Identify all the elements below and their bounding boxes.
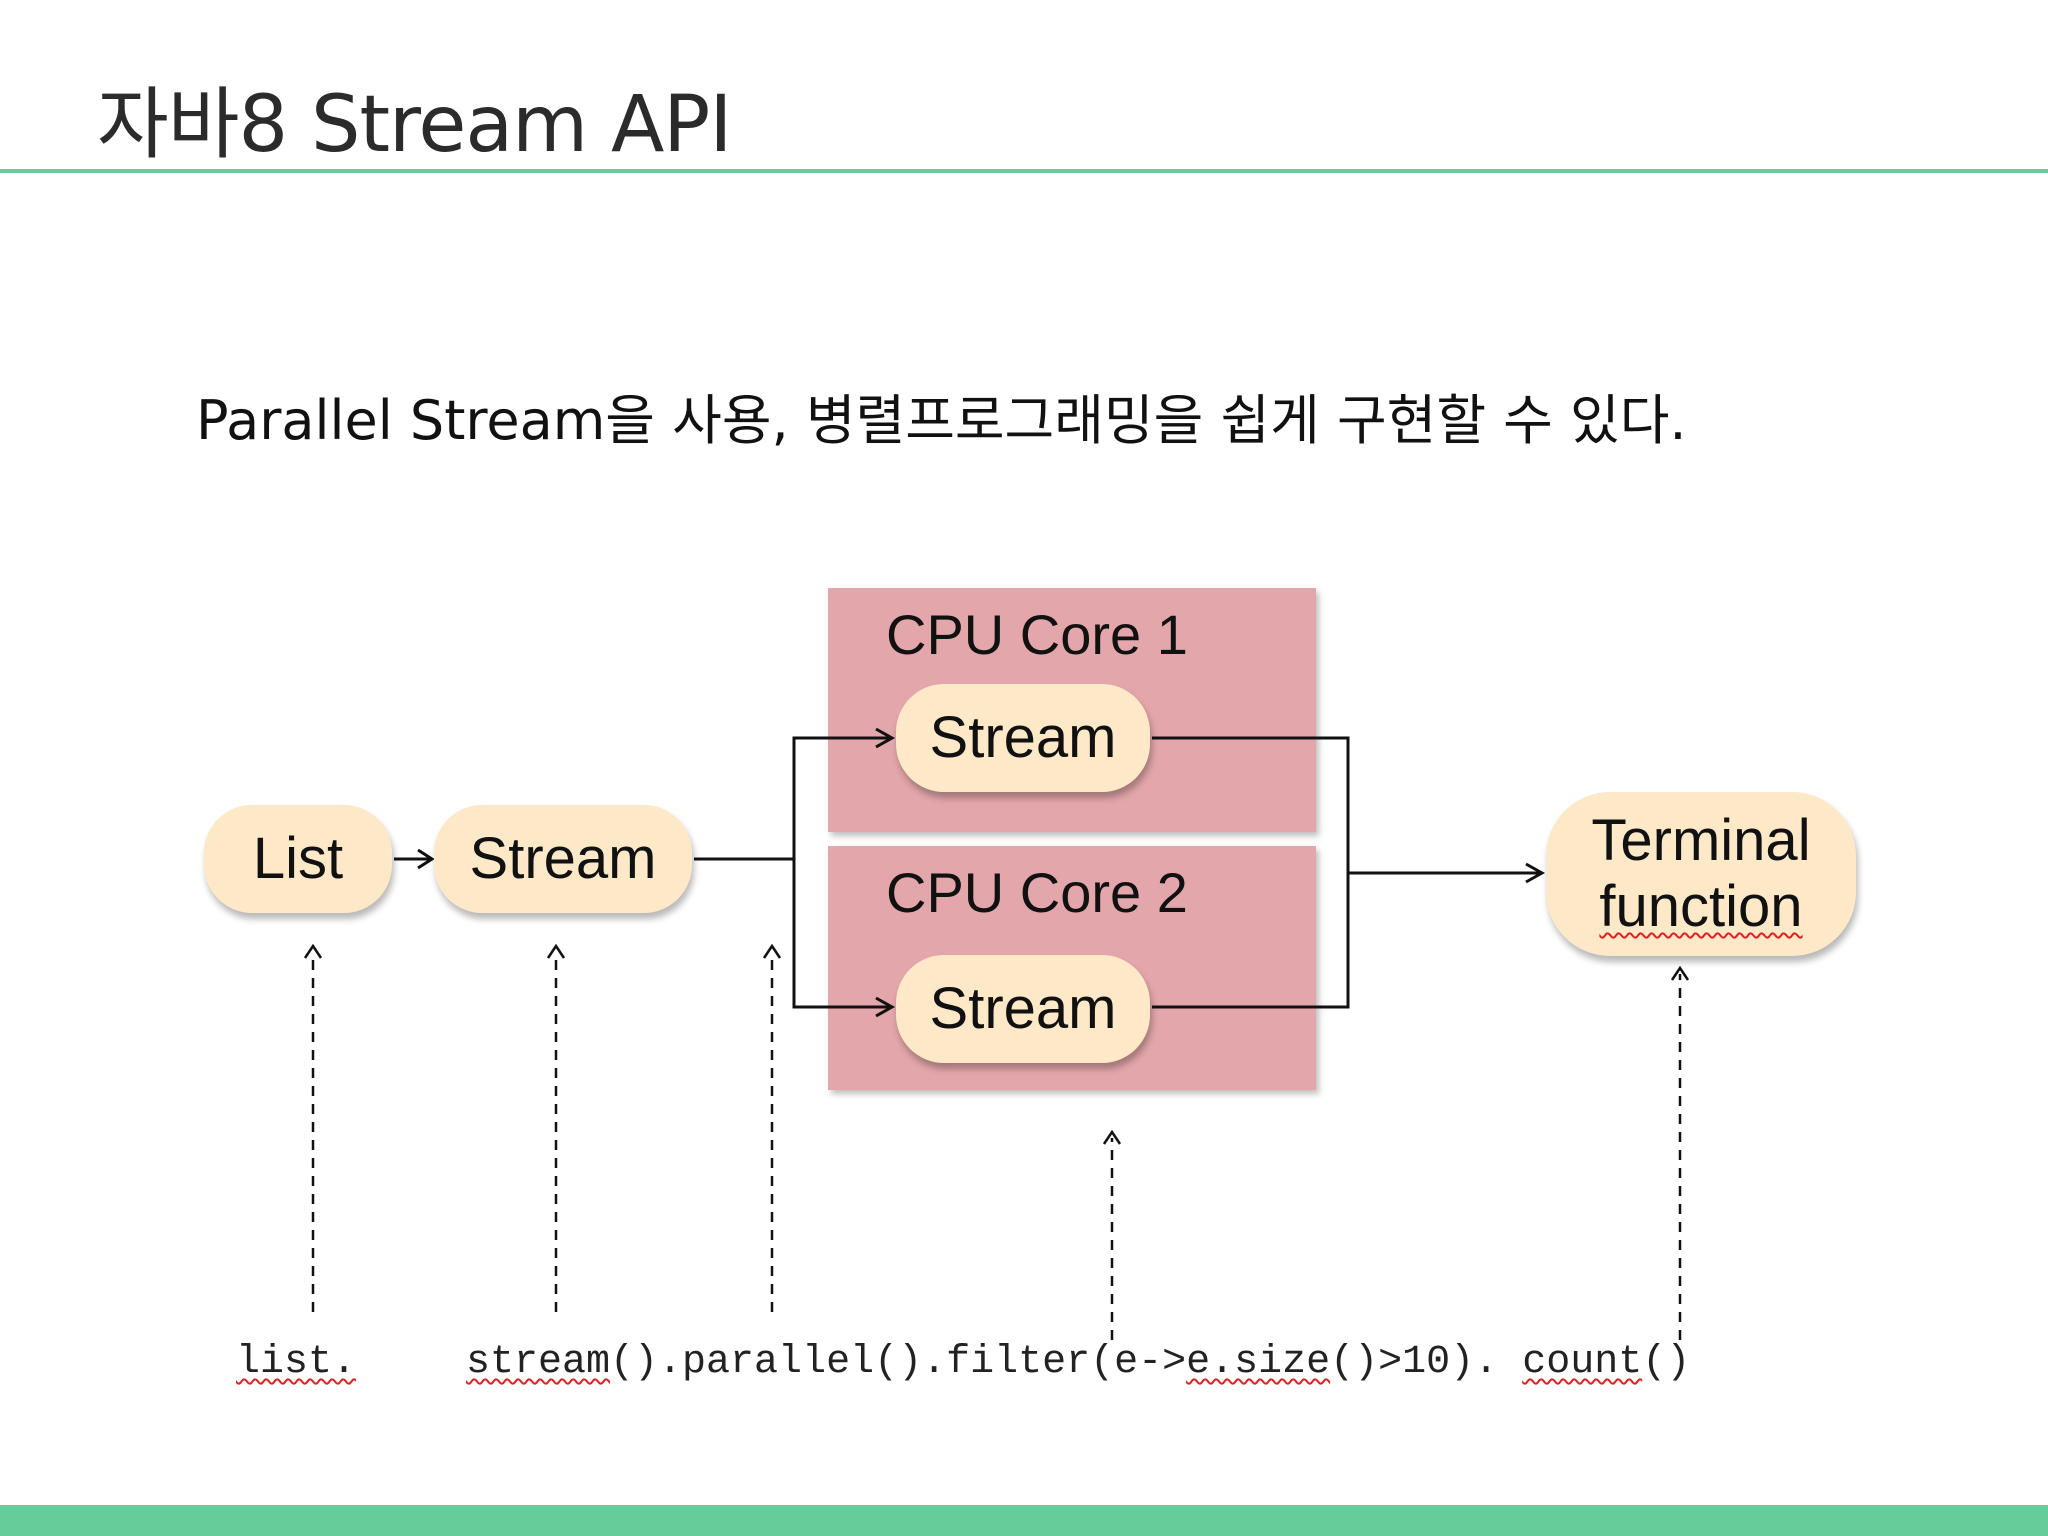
- code-count: count: [1522, 1340, 1643, 1385]
- connector-core1-merge: [1152, 736, 1350, 1009]
- arrowhead: [762, 943, 782, 959]
- arrowhead: [1525, 862, 1546, 884]
- arrowhead: [1670, 965, 1690, 981]
- code-list-expression: list.: [236, 1340, 356, 1385]
- core-1-stream-node: Stream: [896, 684, 1150, 792]
- connector-branch-core2: [792, 859, 890, 1009]
- code-parallel-filter: ().parallel().filter(e->: [610, 1340, 1187, 1385]
- arrowhead: [875, 727, 896, 749]
- footer-bar: [0, 1505, 2048, 1536]
- list-node: List: [204, 805, 392, 913]
- list-node-label: List: [252, 826, 344, 891]
- code-size: e.size: [1186, 1340, 1331, 1385]
- core-2-stream-node: Stream: [896, 955, 1150, 1063]
- title-divider: [0, 169, 2048, 173]
- arrowhead: [1102, 1129, 1122, 1145]
- stream-node-label: Stream: [469, 826, 657, 891]
- slide-title: 자바8 Stream API: [97, 80, 732, 170]
- connector-branch-core1: [792, 736, 890, 859]
- terminal-function-node: Terminal function: [1546, 792, 1856, 956]
- code-stream: stream: [466, 1340, 611, 1385]
- slide-subtitle: Parallel Stream을 사용, 병렬프로그래밍을 쉽게 구현할 수 있…: [196, 389, 1687, 452]
- code-list: list.: [236, 1340, 357, 1385]
- code-count-parens: (): [1642, 1340, 1691, 1385]
- arrowhead: [546, 943, 566, 959]
- cpu-core-1-label: CPU Core 1: [886, 603, 1188, 666]
- arrowhead: [875, 996, 896, 1018]
- arrowhead: [303, 943, 323, 959]
- arrowhead: [417, 848, 435, 870]
- core-2-stream-label: Stream: [929, 976, 1117, 1041]
- terminal-label-line1: Terminal: [1591, 808, 1811, 873]
- stream-node: Stream: [434, 805, 692, 913]
- code-condition: ()>10).: [1330, 1340, 1523, 1385]
- terminal-label-line2: function: [1599, 874, 1803, 939]
- code-stream-chain: stream().parallel().filter(e->e.size()>1…: [466, 1340, 1690, 1385]
- cpu-core-2-label: CPU Core 2: [886, 861, 1188, 924]
- core-1-stream-label: Stream: [929, 705, 1117, 770]
